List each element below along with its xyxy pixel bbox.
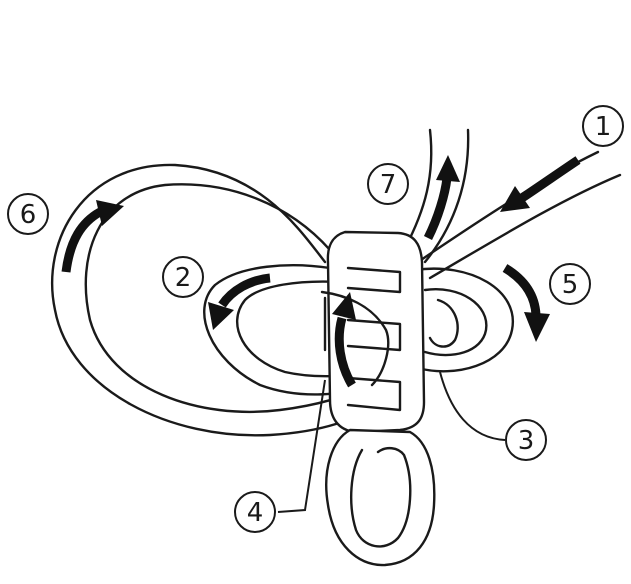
callout-2: 2 (162, 256, 204, 298)
callout-7: 7 (367, 163, 409, 205)
leader-3 (439, 371, 506, 441)
callout-1: 1 (582, 105, 624, 147)
arrow-1 (500, 156, 581, 212)
callout-3-label: 3 (518, 426, 535, 456)
arrow-6 (61, 200, 124, 273)
callout-6-label: 6 (20, 200, 37, 230)
callout-4: 4 (234, 491, 276, 533)
outer-strap-loop (50, 163, 382, 437)
arrow-2 (208, 273, 271, 330)
arrow-4 (332, 292, 356, 388)
callout-5: 5 (549, 263, 591, 305)
arrow-7 (423, 155, 460, 241)
callout-7-label: 7 (380, 170, 397, 200)
callout-2-label: 2 (175, 263, 192, 293)
leader-4 (277, 379, 326, 513)
callout-5-label: 5 (562, 270, 579, 300)
buckle (320, 230, 436, 567)
callout-6: 6 (7, 193, 49, 235)
callout-1-label: 1 (595, 112, 612, 142)
callout-3: 3 (505, 419, 547, 461)
outgoing-strap-end (403, 128, 470, 264)
right-strap-wrap (413, 267, 515, 373)
callout-4-label: 4 (247, 498, 264, 528)
arrow-5 (502, 264, 550, 342)
